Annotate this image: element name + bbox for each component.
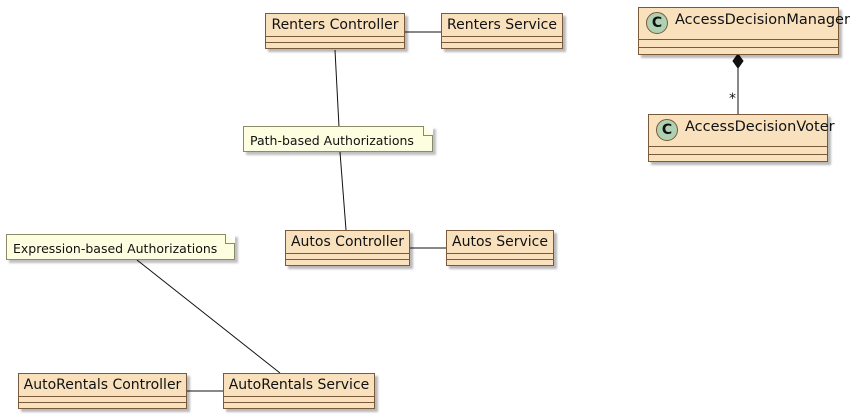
class-stereotype-icon: C bbox=[646, 12, 668, 34]
access-decision-manager-class[interactable]: C AccessDecisionManager bbox=[638, 7, 850, 55]
component-divider bbox=[224, 396, 374, 397]
autos-service-label: Autos Service bbox=[452, 234, 548, 250]
note-fold-corner bbox=[423, 126, 433, 136]
access-decision-voter-label: AccessDecisionVoter bbox=[685, 119, 835, 135]
renters-controller-component[interactable]: Renters Controller bbox=[265, 13, 405, 49]
autos-service-component[interactable]: Autos Service bbox=[446, 230, 554, 266]
component-divider bbox=[442, 42, 562, 43]
component-divider bbox=[266, 36, 404, 37]
composition-diamond bbox=[732, 53, 744, 69]
access-decision-voter-class[interactable]: C AccessDecisionVoter bbox=[648, 114, 835, 162]
autorentals-controller-label: AutoRentals Controller bbox=[23, 377, 182, 393]
multiplicity-label: * bbox=[729, 91, 736, 107]
component-divider bbox=[286, 259, 409, 260]
autorentals-service-component[interactable]: AutoRentals Service bbox=[223, 373, 375, 409]
link-expression-note-autorentals-service bbox=[136, 259, 281, 374]
autos-controller-label: Autos Controller bbox=[290, 234, 405, 250]
link-note-autos-controller bbox=[339, 151, 347, 231]
class-divider bbox=[639, 39, 838, 40]
path-based-note-text: Path-based Authorizations bbox=[250, 133, 414, 148]
component-divider bbox=[19, 396, 186, 397]
class-stereotype-icon: C bbox=[656, 119, 678, 141]
expression-based-note-text: Expression-based Authorizations bbox=[13, 241, 218, 256]
autos-controller-component[interactable]: Autos Controller bbox=[285, 230, 410, 266]
renters-service-component[interactable]: Renters Service bbox=[441, 13, 563, 49]
link-renters-controller-note bbox=[334, 49, 340, 128]
component-divider bbox=[447, 253, 553, 254]
renters-controller-label: Renters Controller bbox=[271, 17, 399, 33]
component-divider bbox=[19, 402, 186, 403]
expression-based-authorizations-note[interactable]: Expression-based Authorizations bbox=[6, 234, 235, 260]
component-divider bbox=[266, 42, 404, 43]
class-divider bbox=[649, 154, 827, 155]
class-divider bbox=[649, 146, 827, 147]
component-divider bbox=[286, 253, 409, 254]
access-decision-manager-label: AccessDecisionManager bbox=[675, 12, 850, 28]
component-divider bbox=[447, 259, 553, 260]
path-based-authorizations-note[interactable]: Path-based Authorizations bbox=[243, 126, 433, 152]
renters-service-label: Renters Service bbox=[447, 17, 557, 33]
component-divider bbox=[442, 36, 562, 37]
component-divider bbox=[224, 402, 374, 403]
note-fold-corner bbox=[225, 234, 235, 244]
autorentals-controller-component[interactable]: AutoRentals Controller bbox=[18, 373, 187, 409]
class-divider bbox=[639, 47, 838, 48]
autorentals-service-label: AutoRentals Service bbox=[228, 377, 370, 393]
